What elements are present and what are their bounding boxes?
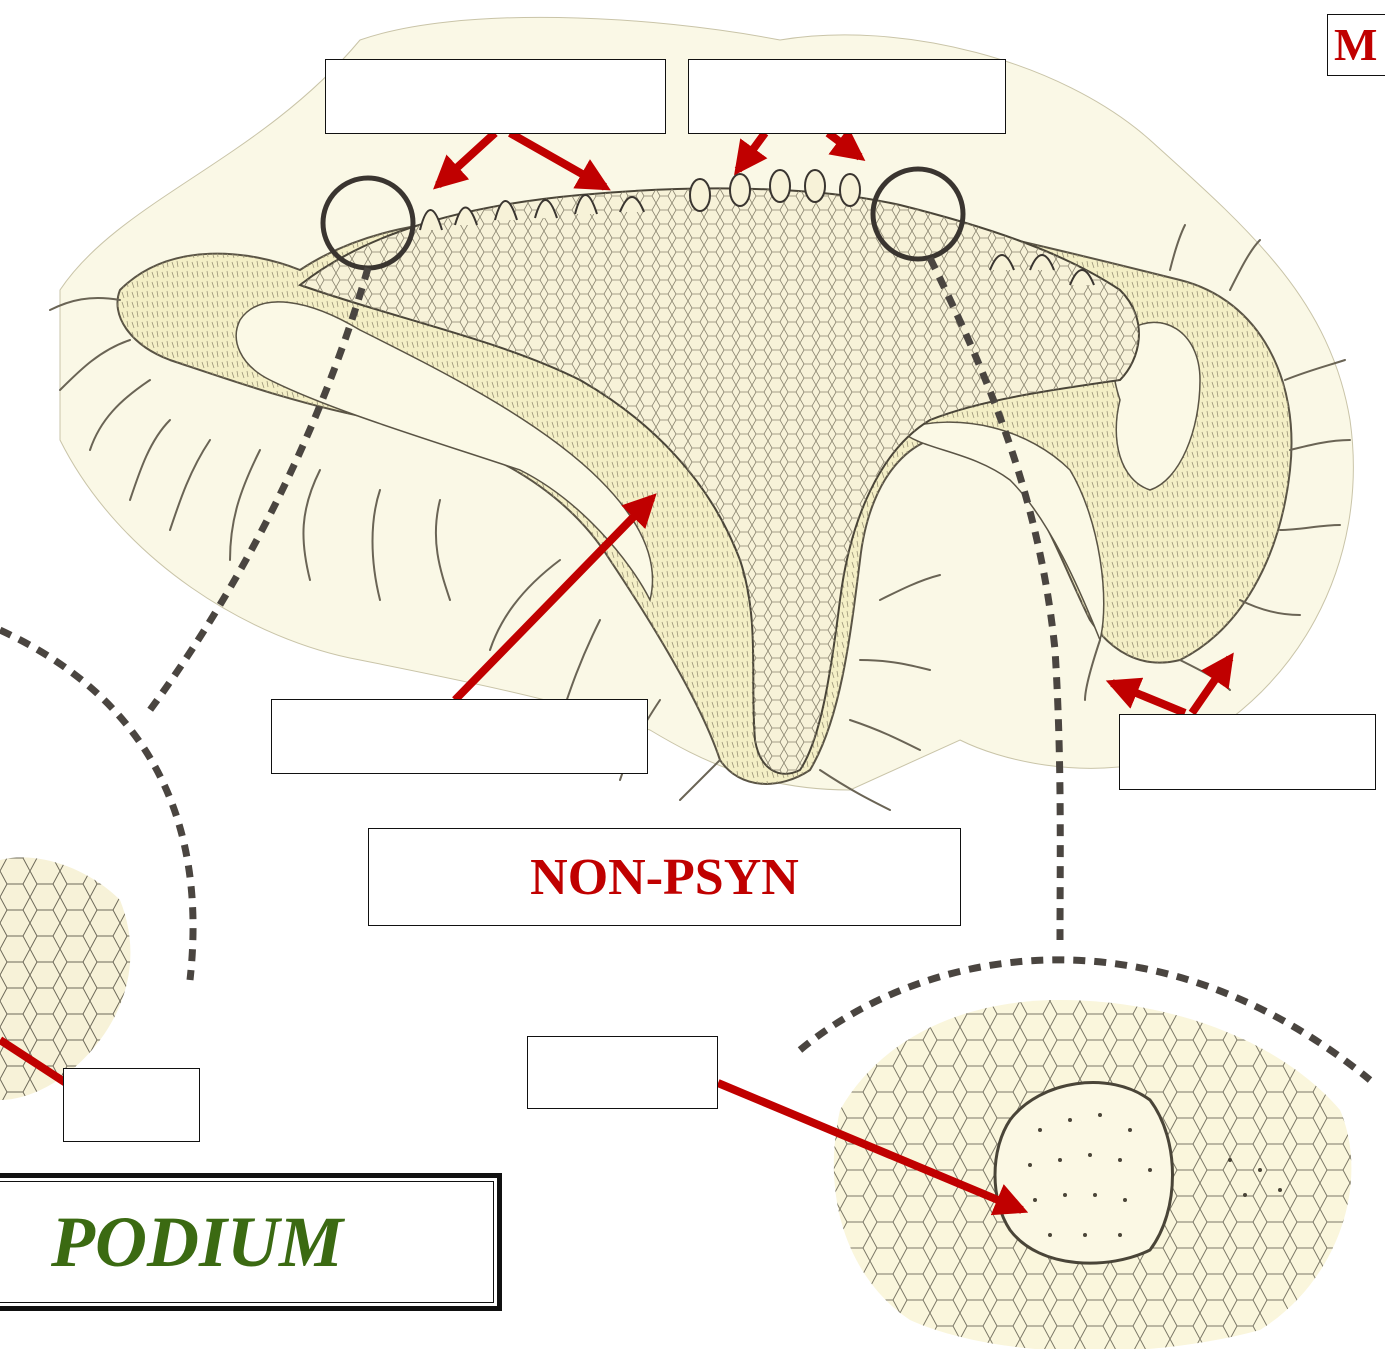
corner-label: M [1334,22,1377,68]
corner-label-box: M [1327,14,1385,76]
title-inner-frame: PODIUM [0,1181,494,1303]
label-box-middle-left[interactable] [271,699,648,774]
left-magnified-cells [0,857,130,1100]
right-magnified-cells [834,1000,1352,1349]
label-box-top-left[interactable] [325,59,666,134]
label-box-top-right[interactable] [688,59,1006,134]
label-center: NON-PSYN [530,848,799,907]
label-box-center[interactable]: NON-PSYN [368,828,961,926]
label-box-bottom-left[interactable] [63,1068,200,1142]
title-box: PODIUM [0,1173,502,1311]
diagram-title: PODIUM [51,1201,343,1284]
label-box-right[interactable] [1119,714,1376,790]
label-box-bottom-middle[interactable] [527,1036,718,1109]
